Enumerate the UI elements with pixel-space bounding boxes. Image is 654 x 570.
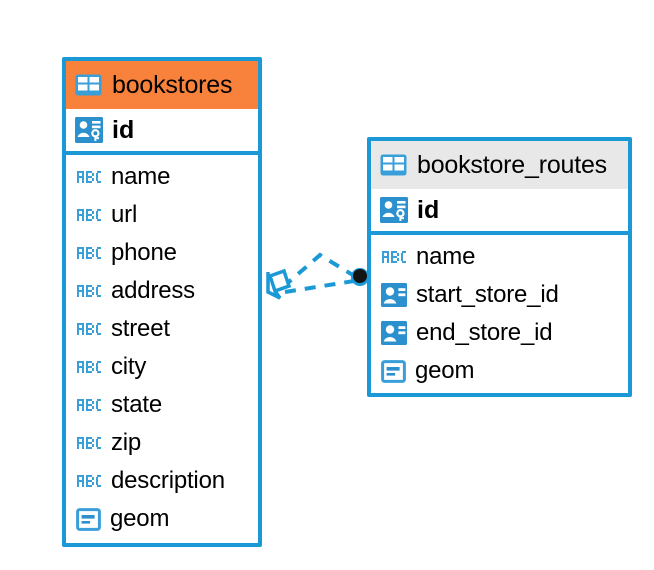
attribute-row[interactable]: address <box>66 272 258 310</box>
abc-icon <box>76 283 102 299</box>
table-icon <box>380 154 407 176</box>
attribute-label: zip <box>111 429 142 456</box>
attribute-row[interactable]: start_store_id <box>371 276 628 314</box>
geometry-icon <box>76 507 101 531</box>
entity-bookstore-routes-header[interactable]: bookstore_routes <box>371 141 628 189</box>
attribute-label: name <box>111 163 171 190</box>
attribute-label: url <box>111 201 138 228</box>
abc-icon <box>76 397 102 413</box>
attribute-label: phone <box>111 239 177 266</box>
entity-bookstores-header[interactable]: bookstores <box>66 61 258 109</box>
abc-icon <box>381 249 407 265</box>
attribute-label: state <box>111 391 163 418</box>
entity-bookstore-routes-title: bookstore_routes <box>417 150 607 179</box>
attribute-row[interactable]: description <box>66 462 258 500</box>
table-icon <box>75 74 102 96</box>
attribute-label: street <box>111 315 170 342</box>
entity-bookstore-routes-primary-key-label: id <box>417 195 440 224</box>
attribute-row[interactable]: state <box>66 386 258 424</box>
foreign-key-icon <box>381 321 407 345</box>
attribute-label: start_store_id <box>416 281 559 308</box>
foreign-key-icon <box>381 283 407 307</box>
geometry-icon <box>381 359 406 383</box>
attribute-label: city <box>111 353 147 380</box>
attribute-label: end_store_id <box>416 319 553 346</box>
attribute-row[interactable]: phone <box>66 234 258 272</box>
attribute-label: address <box>111 277 195 304</box>
primary-key-icon <box>75 117 103 143</box>
relationship-line-upper <box>281 252 358 289</box>
abc-icon <box>76 245 102 261</box>
entity-bookstores-attribute-list: name u <box>66 155 258 538</box>
attribute-label: name <box>416 243 476 270</box>
attribute-row[interactable]: city <box>66 348 258 386</box>
primary-key-icon <box>380 197 408 223</box>
entity-bookstore-routes-primary-key-row[interactable]: id <box>371 189 628 235</box>
abc-icon <box>76 473 102 489</box>
attribute-row[interactable]: street <box>66 310 258 348</box>
attribute-label: geom <box>110 505 170 532</box>
attribute-row[interactable]: name <box>66 158 258 196</box>
abc-icon <box>76 321 102 337</box>
attribute-row[interactable]: url <box>66 196 258 234</box>
attribute-label: geom <box>415 357 475 384</box>
attribute-row[interactable]: zip <box>66 424 258 462</box>
attribute-row[interactable]: end_store_id <box>371 314 628 352</box>
attribute-row[interactable]: geom <box>66 500 258 538</box>
attribute-row[interactable]: geom <box>371 352 628 390</box>
entity-bookstores-primary-key-label: id <box>112 115 135 144</box>
relationship-line-lower <box>284 279 355 294</box>
entity-bookstores-primary-key-row[interactable]: id <box>66 109 258 155</box>
entity-bookstore-routes[interactable]: bookstore_routes id <box>367 137 632 397</box>
entity-bookstore-routes-attribute-list: name start_store_id <box>371 235 628 390</box>
entity-bookstores[interactable]: bookstores id <box>62 57 262 547</box>
abc-icon <box>76 359 102 375</box>
abc-icon <box>76 435 102 451</box>
entity-bookstores-title: bookstores <box>112 70 233 99</box>
abc-icon <box>76 169 102 185</box>
abc-icon <box>76 207 102 223</box>
attribute-label: description <box>111 467 225 494</box>
crows-foot-diamond-icon <box>266 268 292 300</box>
attribute-row[interactable]: name <box>371 238 628 276</box>
